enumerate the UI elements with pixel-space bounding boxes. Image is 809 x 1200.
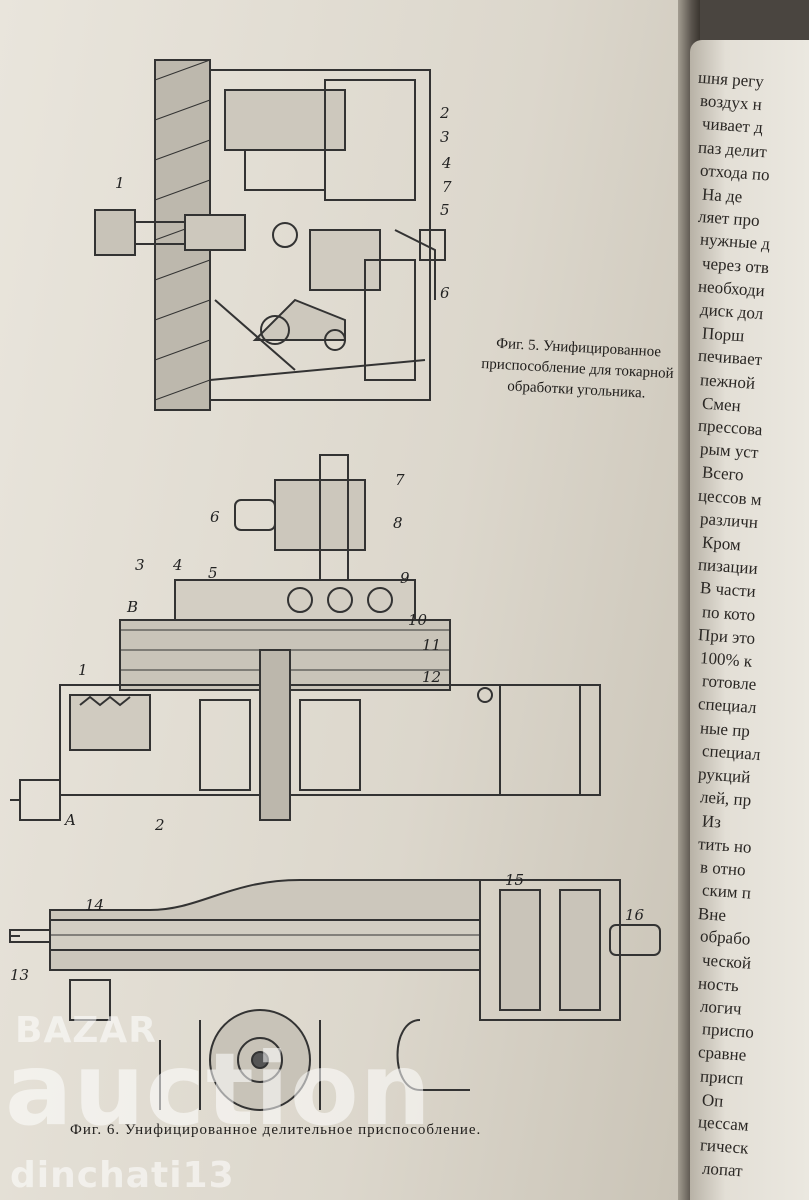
right-page-line: Порш [701,323,746,346]
callout-label-13: 13 [10,966,29,984]
callout-label-2: 2 [439,104,450,122]
right-page-line: прессова [697,415,764,440]
right-page-line: печивает [697,346,763,370]
callout-label-5: 5 [440,201,450,219]
right-page-line: Из [701,811,722,833]
right-page-line: чивает д [701,114,764,138]
callout-label-6: 6 [440,284,450,302]
right-page-line: Всего [701,462,745,485]
right-page-line: 100% к [699,648,753,671]
right-page-line: В части [699,578,757,602]
right-page-line: специал [701,740,762,764]
callout-label-2: 2 [154,816,165,834]
right-page-line: Оп [701,1090,725,1111]
figure-6-caption: Фиг. 6. Унифицированное делительное прис… [70,1122,482,1138]
right-page-line: лопат [701,1158,744,1181]
right-page-line: рым уст [699,439,760,463]
callout-label-7: 7 [442,178,452,196]
callout-label-A: A [63,811,76,829]
right-page-line: гическ [699,1135,750,1158]
right-page-line: ческой [701,949,752,973]
right-page-line: Кром [701,532,742,555]
right-page-line: Смен [701,393,742,416]
right-page-line: по кото [701,601,756,625]
right-page-line: пежной [699,369,756,393]
right-page-line: ским п [701,880,752,903]
callout-label-4: 4 [441,154,452,172]
callout-label-3: 3 [440,128,450,146]
callout-label-3: 3 [135,556,145,574]
watermark-logo-text: auction [5,1031,432,1148]
callout-label-8: 8 [393,514,403,532]
right-page-line: ные пр [699,717,751,741]
callout-label-6: 6 [210,508,220,526]
right-page-line: На де [701,184,743,207]
right-page-line: ность [697,973,740,996]
watermark-top-text: BAZAR [15,1010,157,1051]
right-page-line: через отв [701,253,770,277]
right-page-line: в отно [699,857,747,880]
right-page-line: приспо [701,1019,755,1042]
watermark-username: dinchati13 [10,1155,235,1196]
callout-label-5: 5 [208,564,218,582]
right-page-line: обрабо [699,926,751,950]
right-page-line: Вне [697,904,727,926]
callout-label-16: 16 [625,906,645,924]
figure-5-drawing: 1 2 3 4 7 5 6 [94,59,452,411]
right-page-line: логич [699,996,743,1019]
callout-label-10: 10 [408,611,428,629]
right-page-line: сравне [697,1042,747,1066]
right-page-line: присп [699,1066,744,1089]
callout-label-14: 14 [85,896,104,914]
right-page-line: отхода по [699,160,771,185]
right-page-line: пизации [697,555,759,579]
callout-label-12: 12 [422,668,441,686]
callout-label-1: 1 [115,174,125,192]
callout-label-11: 11 [422,636,441,654]
callout-label-4: 4 [172,556,183,574]
right-page-line: шня регу [697,67,765,92]
right-page-line: специал [697,694,758,718]
right-page-line: цессов м [697,485,763,509]
figure-6-lower-drawing: 14 15 16 13 [9,871,661,1111]
right-page-line: необходи [697,276,766,301]
callout-label-7: 7 [395,471,405,489]
right-page-line: нужные д [699,229,771,254]
right-page-line: диск дол [699,299,764,324]
right-page-line: ляет про [697,207,761,231]
right-page-line: лей, пр [699,787,752,810]
right-page-line: различн [699,508,759,532]
right-page-line: При это [697,624,756,648]
right-page-line: готовле [701,671,758,695]
right-page-line: воздух н [699,91,763,115]
right-page-line: рукций [697,764,751,787]
callout-label-9: 9 [400,569,410,587]
callout-label-15: 15 [505,871,524,889]
right-page-line: паз делит [697,137,768,161]
right-page-line: тить но [697,833,753,857]
right-page-line: цессам [697,1112,750,1135]
figure-5-caption: Фиг. 5. Унифицирован­ное приспособление … [480,335,675,402]
callout-label-1: 1 [78,661,88,679]
callout-label-В: В [126,598,138,616]
